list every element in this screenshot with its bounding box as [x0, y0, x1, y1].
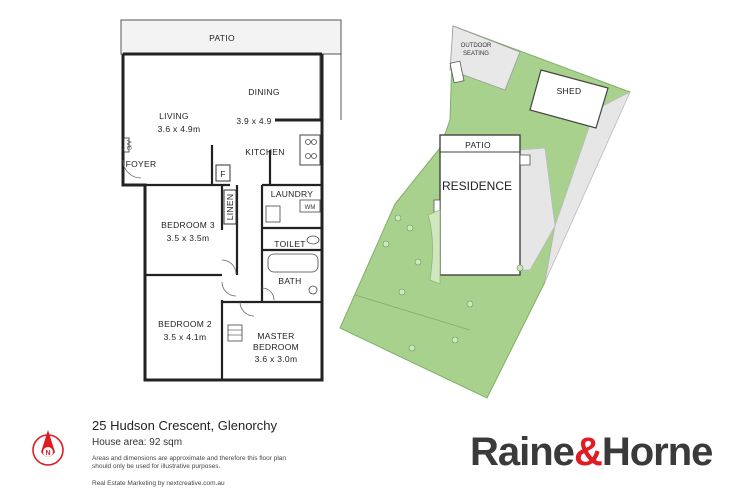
fridge	[215, 164, 231, 182]
label-seating: SEATING	[463, 51, 489, 57]
shed	[529, 69, 609, 129]
linen-cupboard	[223, 189, 237, 225]
label-dining-size: 3.9 x 4.9	[236, 116, 271, 126]
site-plan: OUTDOOR SEATING SHED PATIO RESIDENCE	[339, 25, 631, 399]
kitchen-counter	[299, 134, 321, 166]
patio-area	[120, 19, 342, 55]
stair-hatch	[227, 324, 243, 342]
label-bedroom2-size: 3.5 x 4.1m	[164, 332, 207, 342]
label-site-patio: PATIO	[465, 140, 491, 150]
disclaimer: Areas and dimensions are approximate and…	[92, 455, 287, 470]
label-wm: WM	[305, 205, 316, 211]
floor-plan: PATIO DINING 3.9 x 4.9 LIVING 3.6 x 4.9m…	[120, 19, 342, 382]
label-master-size: 3.6 x 3.0m	[255, 354, 298, 364]
label-bedroom3: BEDROOM 3	[161, 220, 215, 230]
label-fridge: F	[220, 169, 226, 179]
property-info: 25 Hudson Crescent, Glenorchy House area…	[92, 418, 352, 488]
label-master: MASTER	[257, 331, 294, 341]
label-dining: DINING	[248, 87, 280, 97]
ac-unit	[123, 137, 130, 153]
label-living: LIVING	[159, 111, 189, 121]
logo-ampersand: &	[573, 430, 603, 474]
laundry-tub	[299, 199, 321, 213]
label-shed: SHED	[557, 86, 582, 96]
label-patio: PATIO	[209, 33, 235, 43]
label-ac: A/C	[125, 140, 131, 151]
outdoor-seating-area	[449, 25, 521, 91]
label-bedroom3-size: 3.5 x 3.5m	[167, 233, 210, 243]
logo-raine: Raine	[470, 430, 575, 474]
house-area: House area: 92 sqm	[92, 437, 183, 448]
logo-horne: Horne	[601, 430, 714, 474]
interior-walls	[143, 145, 322, 380]
compass-letter: N	[45, 450, 50, 457]
label-bath: BATH	[278, 276, 301, 286]
property-address: 25 Hudson Crescent, Glenorchy	[92, 418, 277, 433]
driveway	[544, 91, 631, 283]
label-master-bedroom: BEDROOM	[253, 342, 299, 352]
residence-building	[439, 134, 521, 276]
compass-icon: N	[32, 430, 64, 466]
label-kitchen: KITCHEN	[245, 147, 284, 157]
label-linen: LINEN	[225, 194, 235, 221]
raine-horne-logo: Raine&Horne	[470, 430, 714, 474]
label-residence: RESIDENCE	[442, 179, 512, 193]
bathtub	[267, 253, 319, 273]
marketing-credit: Real Estate Marketing by nextcreative.co…	[92, 480, 225, 487]
label-foyer: FOYER	[126, 159, 157, 169]
label-laundry: LAUNDRY	[271, 189, 314, 199]
label-toilet: TOILET	[274, 239, 305, 249]
toilet-fixture	[306, 235, 320, 245]
label-living-size: 3.6 x 4.9m	[158, 124, 201, 134]
label-bedroom2: BEDROOM 2	[158, 319, 212, 329]
label-outdoor: OUTDOOR	[461, 43, 492, 49]
